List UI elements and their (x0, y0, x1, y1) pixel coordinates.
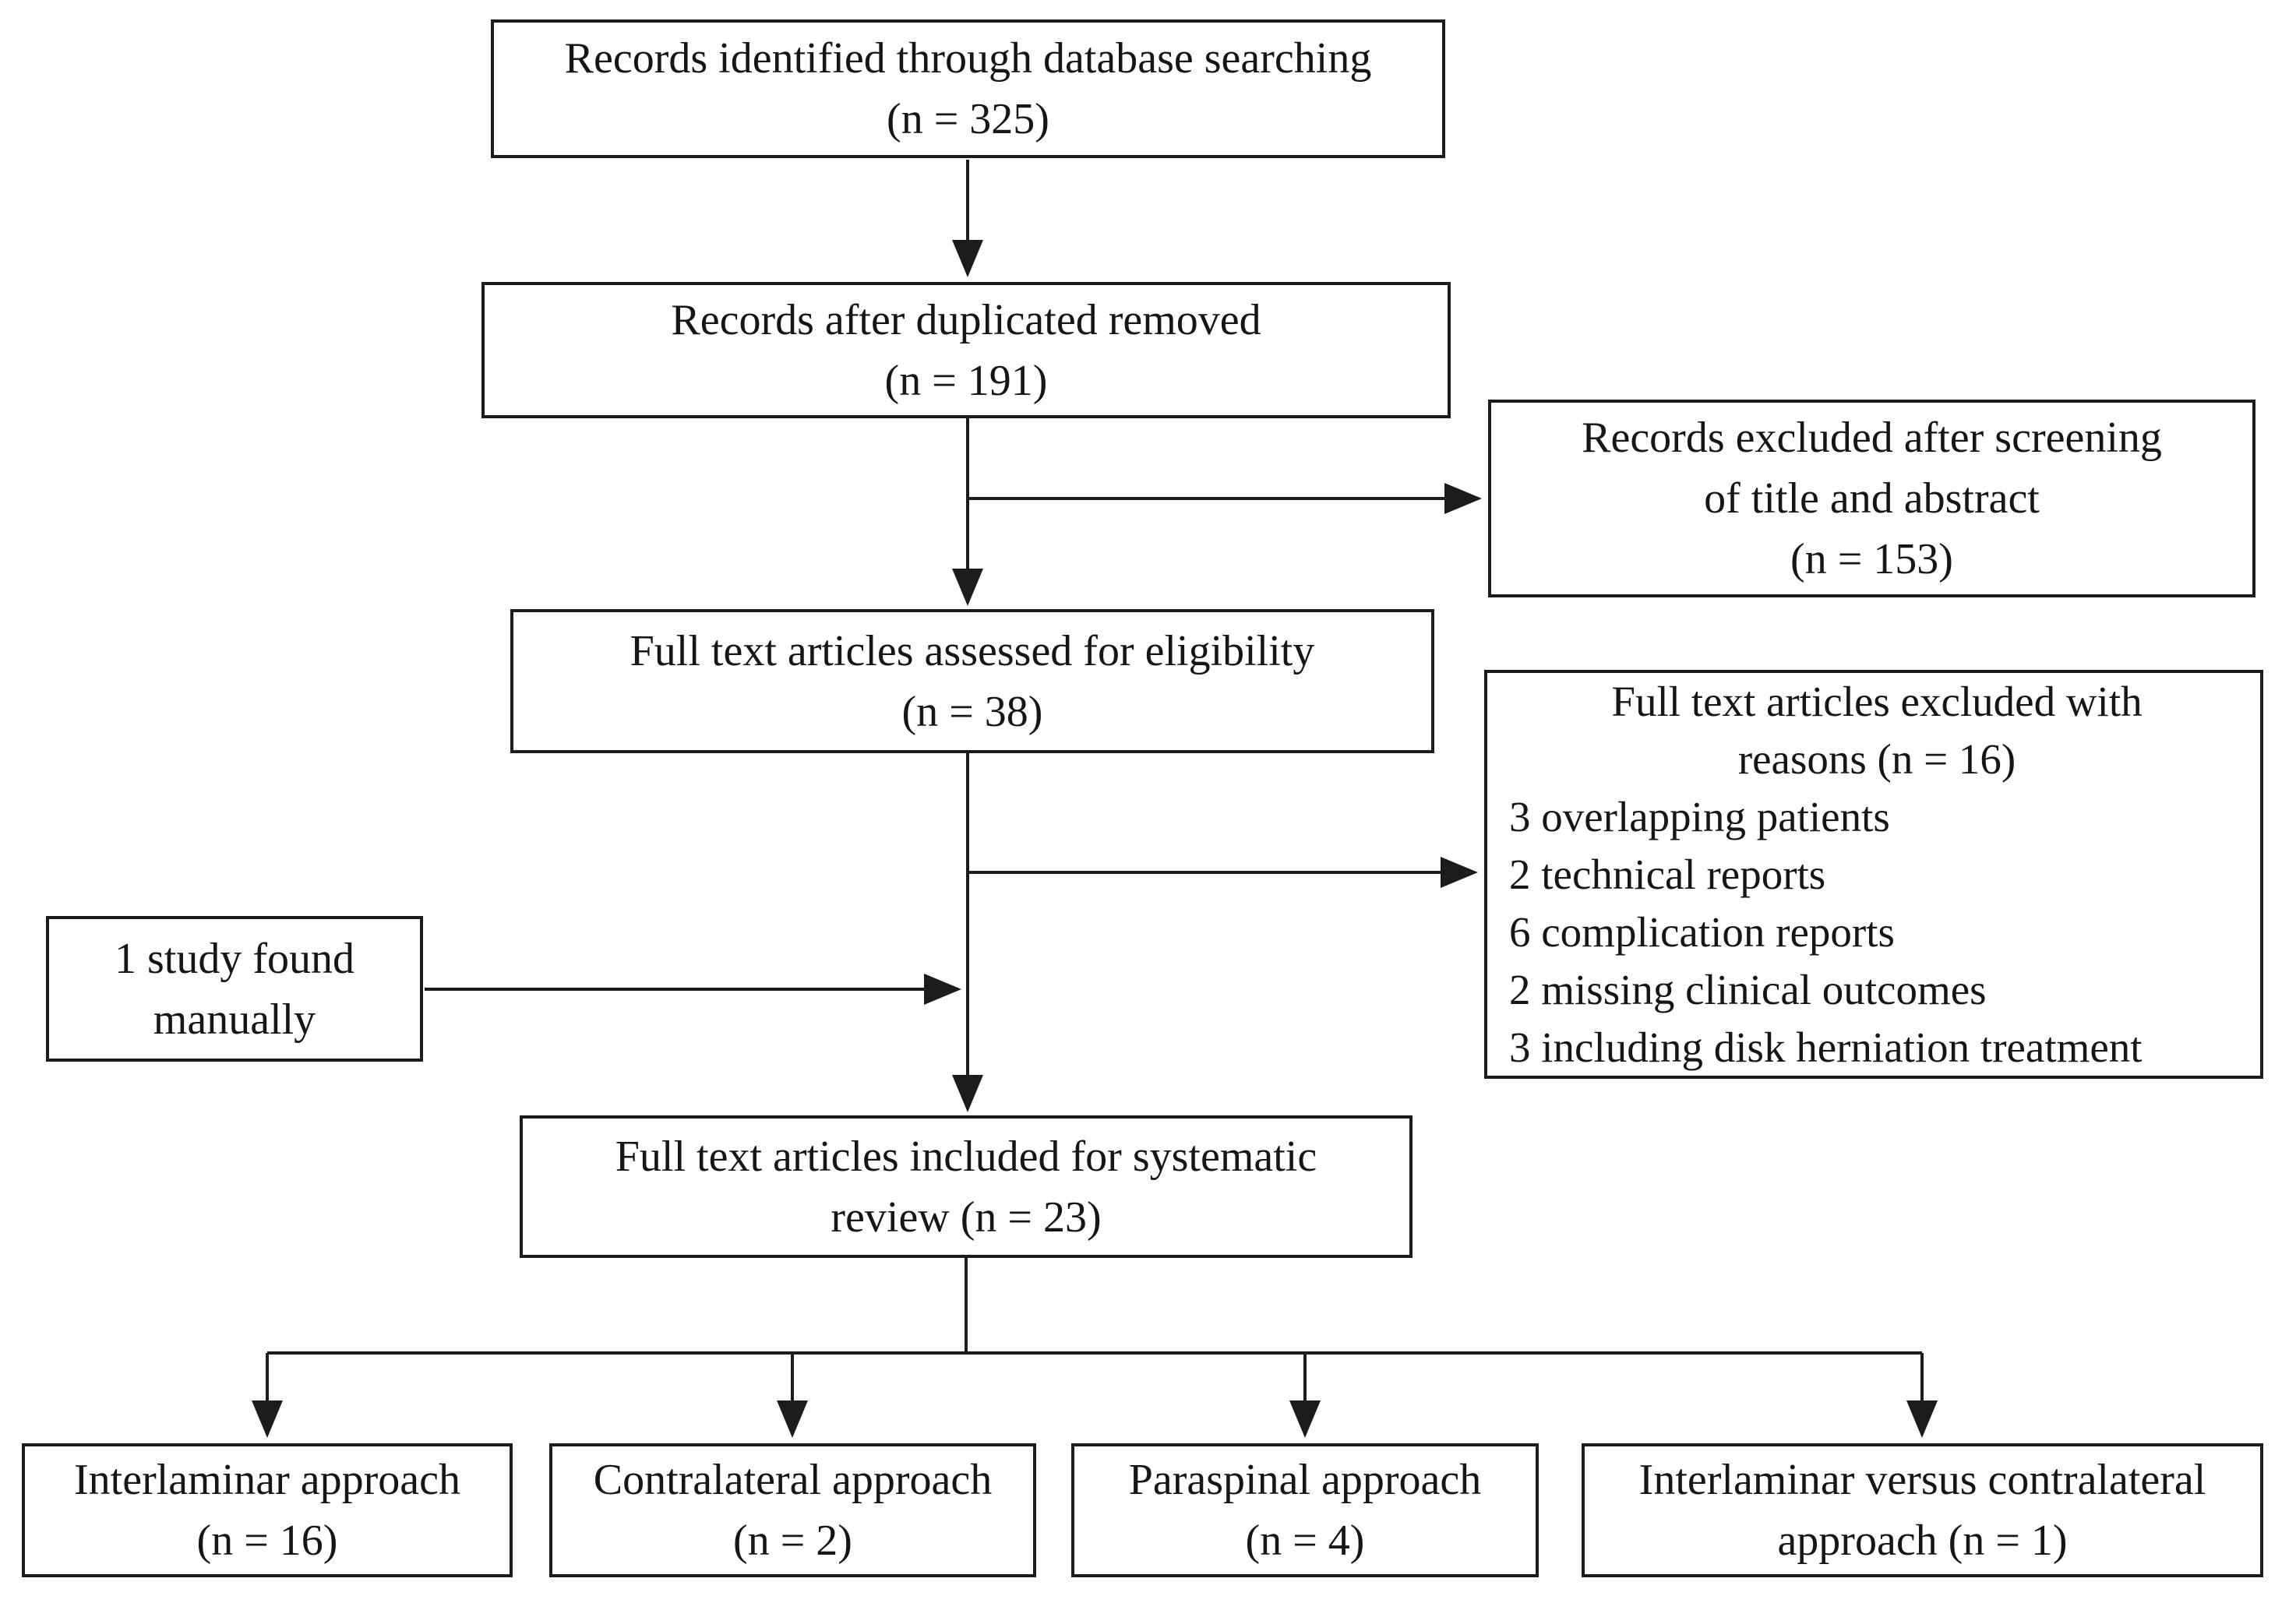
paraspinal-count: (n = 4) (1245, 1517, 1365, 1565)
box-manual-study: 1 study found manually (46, 916, 423, 1062)
interlaminar-count: (n = 16) (196, 1517, 338, 1565)
excluded-reasons-title-2: reasons (n = 16) (1737, 735, 2016, 783)
excluded-screening-text-2: of title and abstract (1704, 474, 2040, 523)
excluded-reasons-title-1: Full text articles excluded with (1611, 677, 2143, 725)
interlaminar-text: Interlaminar approach (74, 1456, 460, 1504)
contralateral-count: (n = 2) (733, 1517, 852, 1565)
interlaminar-vs-contralateral-count: approach (n = 1) (1777, 1517, 2068, 1565)
contralateral-text: Contralateral approach (593, 1456, 993, 1504)
fulltext-assessed-text: Full text articles assessed for eligibil… (630, 626, 1315, 675)
box-fulltext-assessed: Full text articles assessed for eligibil… (510, 609, 1434, 753)
records-deduped-text: Records after duplicated removed (671, 295, 1261, 344)
excluded-reason-item: 6 complication reports (1509, 907, 1895, 956)
box-records-identified: Records identified through database sear… (491, 19, 1445, 158)
records-deduped-count: (n = 191) (884, 356, 1048, 405)
included-review-text: Full text articles included for systemat… (615, 1132, 1317, 1181)
paraspinal-text: Paraspinal approach (1128, 1456, 1482, 1504)
excluded-screening-count: (n = 153) (1790, 535, 1953, 583)
box-interlaminar-vs-contralateral: Interlaminar versus contralateral approa… (1582, 1443, 2263, 1577)
interlaminar-vs-contralateral-text: Interlaminar versus contralateral (1638, 1456, 2206, 1504)
box-records-deduped: Records after duplicated removed (n = 19… (481, 282, 1451, 418)
excluded-screening-text-1: Records excluded after screening (1582, 414, 2162, 462)
box-interlaminar: Interlaminar approach (n = 16) (22, 1443, 513, 1577)
box-excluded-reasons: Full text articles excluded with reasons… (1484, 670, 2263, 1079)
records-identified-count: (n = 325) (887, 95, 1049, 143)
manual-study-text-2: manually (153, 995, 316, 1044)
box-paraspinal: Paraspinal approach (n = 4) (1071, 1443, 1539, 1577)
box-contralateral: Contralateral approach (n = 2) (549, 1443, 1036, 1577)
excluded-reason-item: 3 overlapping patients (1509, 792, 1890, 840)
box-excluded-screening: Records excluded after screening of titl… (1488, 400, 2255, 597)
excluded-reason-item: 2 technical reports (1509, 850, 1826, 898)
excluded-reason-item: 3 including disk herniation treatment (1509, 1023, 2143, 1071)
box-included-review: Full text articles included for systemat… (520, 1115, 1413, 1258)
records-identified-text: Records identified through database sear… (564, 34, 1372, 83)
manual-study-text-1: 1 study found (115, 934, 354, 983)
included-review-count: review (n = 23) (831, 1193, 1102, 1242)
excluded-reason-item: 2 missing clinical outcomes (1509, 965, 1987, 1013)
fulltext-assessed-count: (n = 38) (901, 687, 1043, 736)
